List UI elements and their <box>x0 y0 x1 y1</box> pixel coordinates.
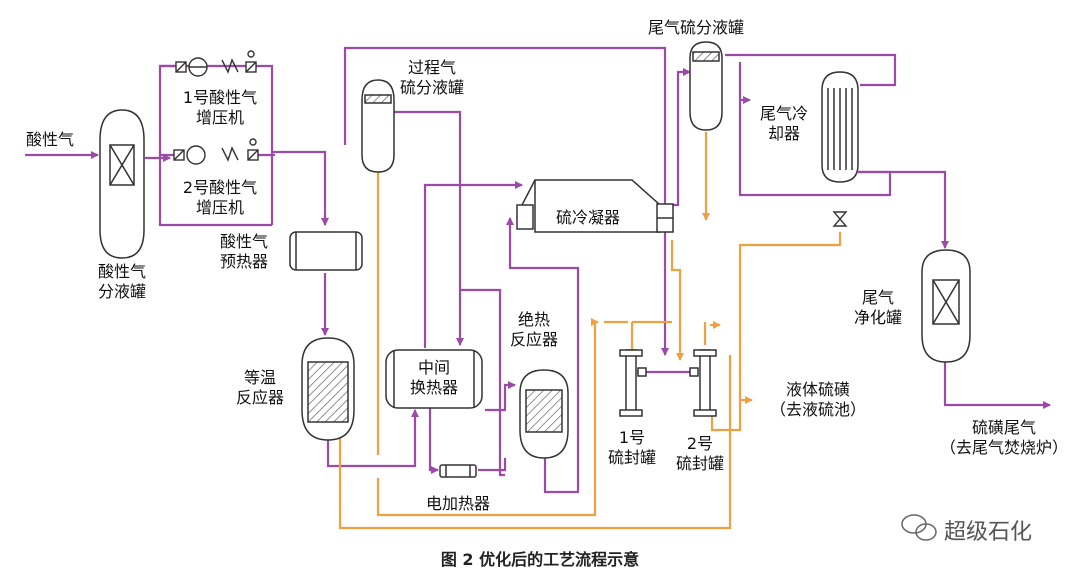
sulfur-condenser-label: 硫冷凝器 <box>555 208 620 227</box>
gas-lines <box>25 46 1051 494</box>
seal-pot-1 <box>619 349 647 417</box>
process-gas-sulfur-drum-label: 过程气 硫分液罐 <box>399 58 464 97</box>
adiabatic-reactor-label: 绝热 反应器 <box>509 310 558 349</box>
acid-gas-in-label: 酸性气 <box>26 130 75 149</box>
tail-gas-purifier <box>921 249 971 363</box>
seal-pot-1-label: 1号 硫封罐 <box>607 428 656 467</box>
electric-heater <box>439 464 477 478</box>
acid-gas-preheater-label: 酸性气 预热器 <box>219 232 268 271</box>
liquid-sulfur-label: 液体硫磺 （去液硫池） <box>769 380 866 419</box>
tail-gas-cooler-label: 尾气冷 却器 <box>759 104 808 143</box>
intermediate-exchanger <box>385 349 483 409</box>
tail-gas-cooler <box>821 71 859 183</box>
tail-gas-purifier-label: 尾气 净化罐 <box>853 288 902 327</box>
compressor-1 <box>175 50 257 77</box>
sulfur-tail-gas-label: 硫磺尾气 （去尾气焚烧炉） <box>939 418 1068 457</box>
watermark: 超级石化 <box>944 520 1033 545</box>
acid-gas-knockout-drum <box>99 109 145 259</box>
seal-pot-2 <box>689 349 717 417</box>
acid-gas-knockout-label: 酸性气 分液罐 <box>97 262 146 301</box>
compressor-1-label: 1号酸性气 增压机 <box>182 88 258 127</box>
intermediate-exchanger-label: 中间 换热器 <box>409 358 458 397</box>
tail-gas-sulfur-drum <box>689 41 723 131</box>
electric-heater-label: 电加热器 <box>425 494 490 513</box>
sulfur-condenser <box>516 179 674 233</box>
acid-gas-preheater <box>289 231 363 271</box>
isothermal-reactor <box>301 337 355 441</box>
adiabatic-reactor <box>519 369 569 459</box>
figure-caption: 图 2 优化后的工艺流程示意 <box>440 550 640 569</box>
compressor-2 <box>173 138 259 165</box>
wechat-icon <box>901 514 937 541</box>
isothermal-reactor-label: 等温 反应器 <box>235 368 284 407</box>
process-gas-sulfur-drum <box>361 79 395 173</box>
sulfur-lines <box>338 132 842 530</box>
compressor-2-label: 2号酸性气 增压机 <box>182 178 258 217</box>
tail-gas-sulfur-drum-label: 尾气硫分液罐 <box>647 18 744 37</box>
seal-pot-2-label: 2号 硫封罐 <box>675 434 724 473</box>
control-valve <box>832 211 848 227</box>
